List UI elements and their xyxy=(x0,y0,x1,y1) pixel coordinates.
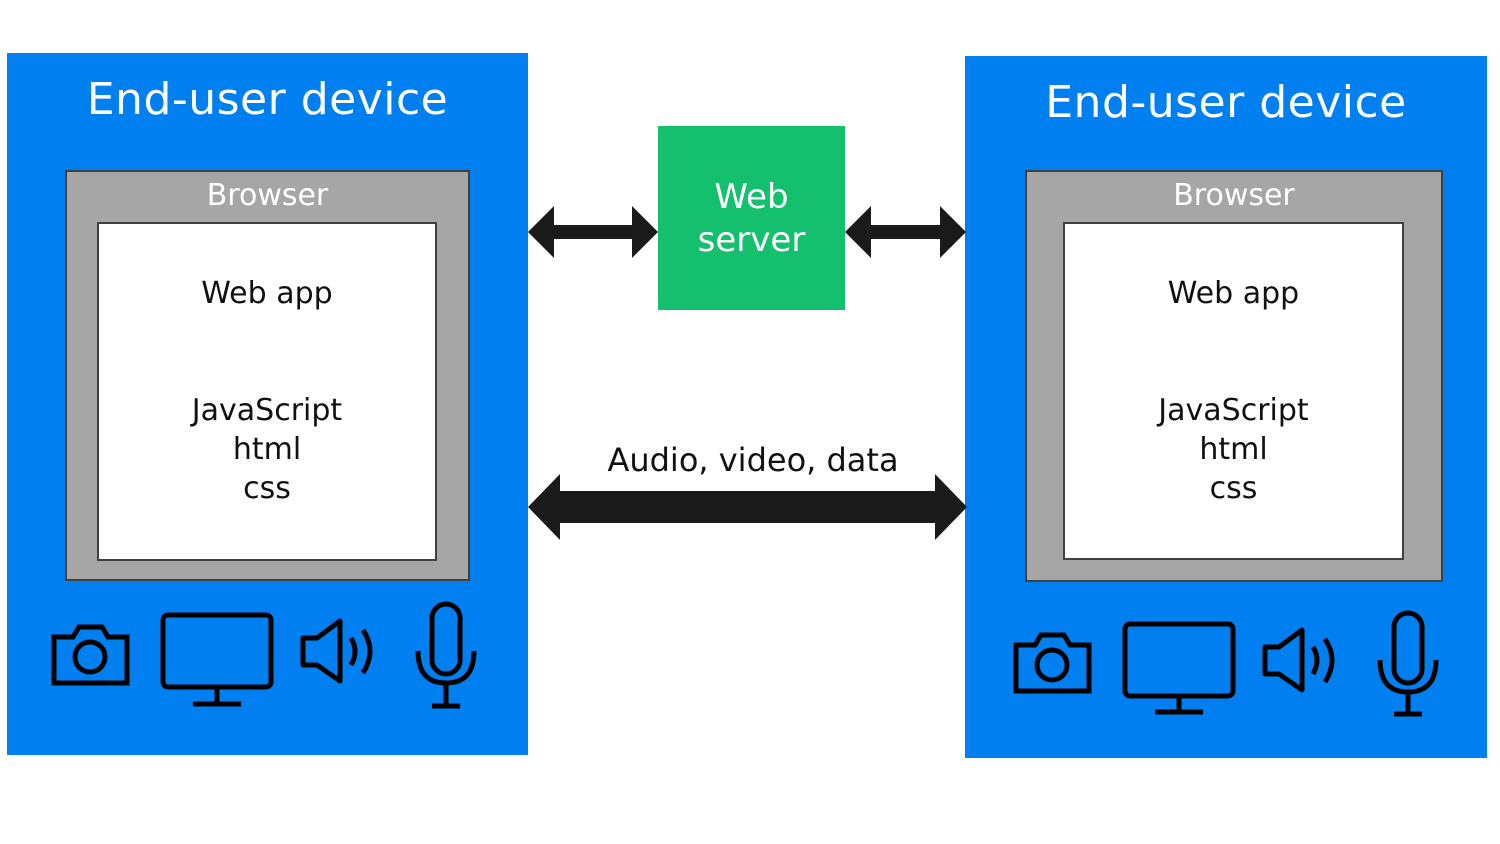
end-user-device-right: End-user device Browser Web app JavaScri… xyxy=(965,56,1487,758)
tech-list: JavaScript html css xyxy=(99,391,435,508)
end-user-device-left: End-user device Browser Web app JavaScri… xyxy=(7,53,528,755)
device-title: End-user device xyxy=(1045,77,1407,128)
tech-list: JavaScript html css xyxy=(1065,391,1402,508)
browser-box: Browser Web app JavaScript html css xyxy=(1025,170,1443,582)
device-title: End-user device xyxy=(86,74,449,125)
arrow-peer-to-peer xyxy=(528,474,967,540)
tech-javascript: JavaScript xyxy=(1158,393,1309,428)
web-server-box: Web server xyxy=(658,126,845,310)
tech-html: html xyxy=(232,432,302,467)
tech-css: css xyxy=(1209,471,1258,506)
arrow-left-server xyxy=(528,206,658,258)
arrow-server-right xyxy=(845,206,966,258)
web-app-title: Web app xyxy=(201,276,333,311)
web-app-box: Web app JavaScript html css xyxy=(97,222,437,561)
tech-javascript: JavaScript xyxy=(191,393,343,428)
browser-label: Browser xyxy=(1173,178,1295,213)
tech-css: css xyxy=(243,471,291,506)
web-server-line-2: server xyxy=(697,220,806,260)
web-app-box: Web app JavaScript html css xyxy=(1063,222,1404,560)
media-connection-label: Audio, video, data xyxy=(607,441,899,479)
web-server-label: Web server xyxy=(658,176,845,262)
tech-html: html xyxy=(1199,432,1268,467)
web-app-title: Web app xyxy=(1167,276,1300,311)
browser-label: Browser xyxy=(206,178,329,213)
web-server-line-1: Web xyxy=(714,177,789,217)
browser-box: Browser Web app JavaScript html css xyxy=(65,170,470,581)
